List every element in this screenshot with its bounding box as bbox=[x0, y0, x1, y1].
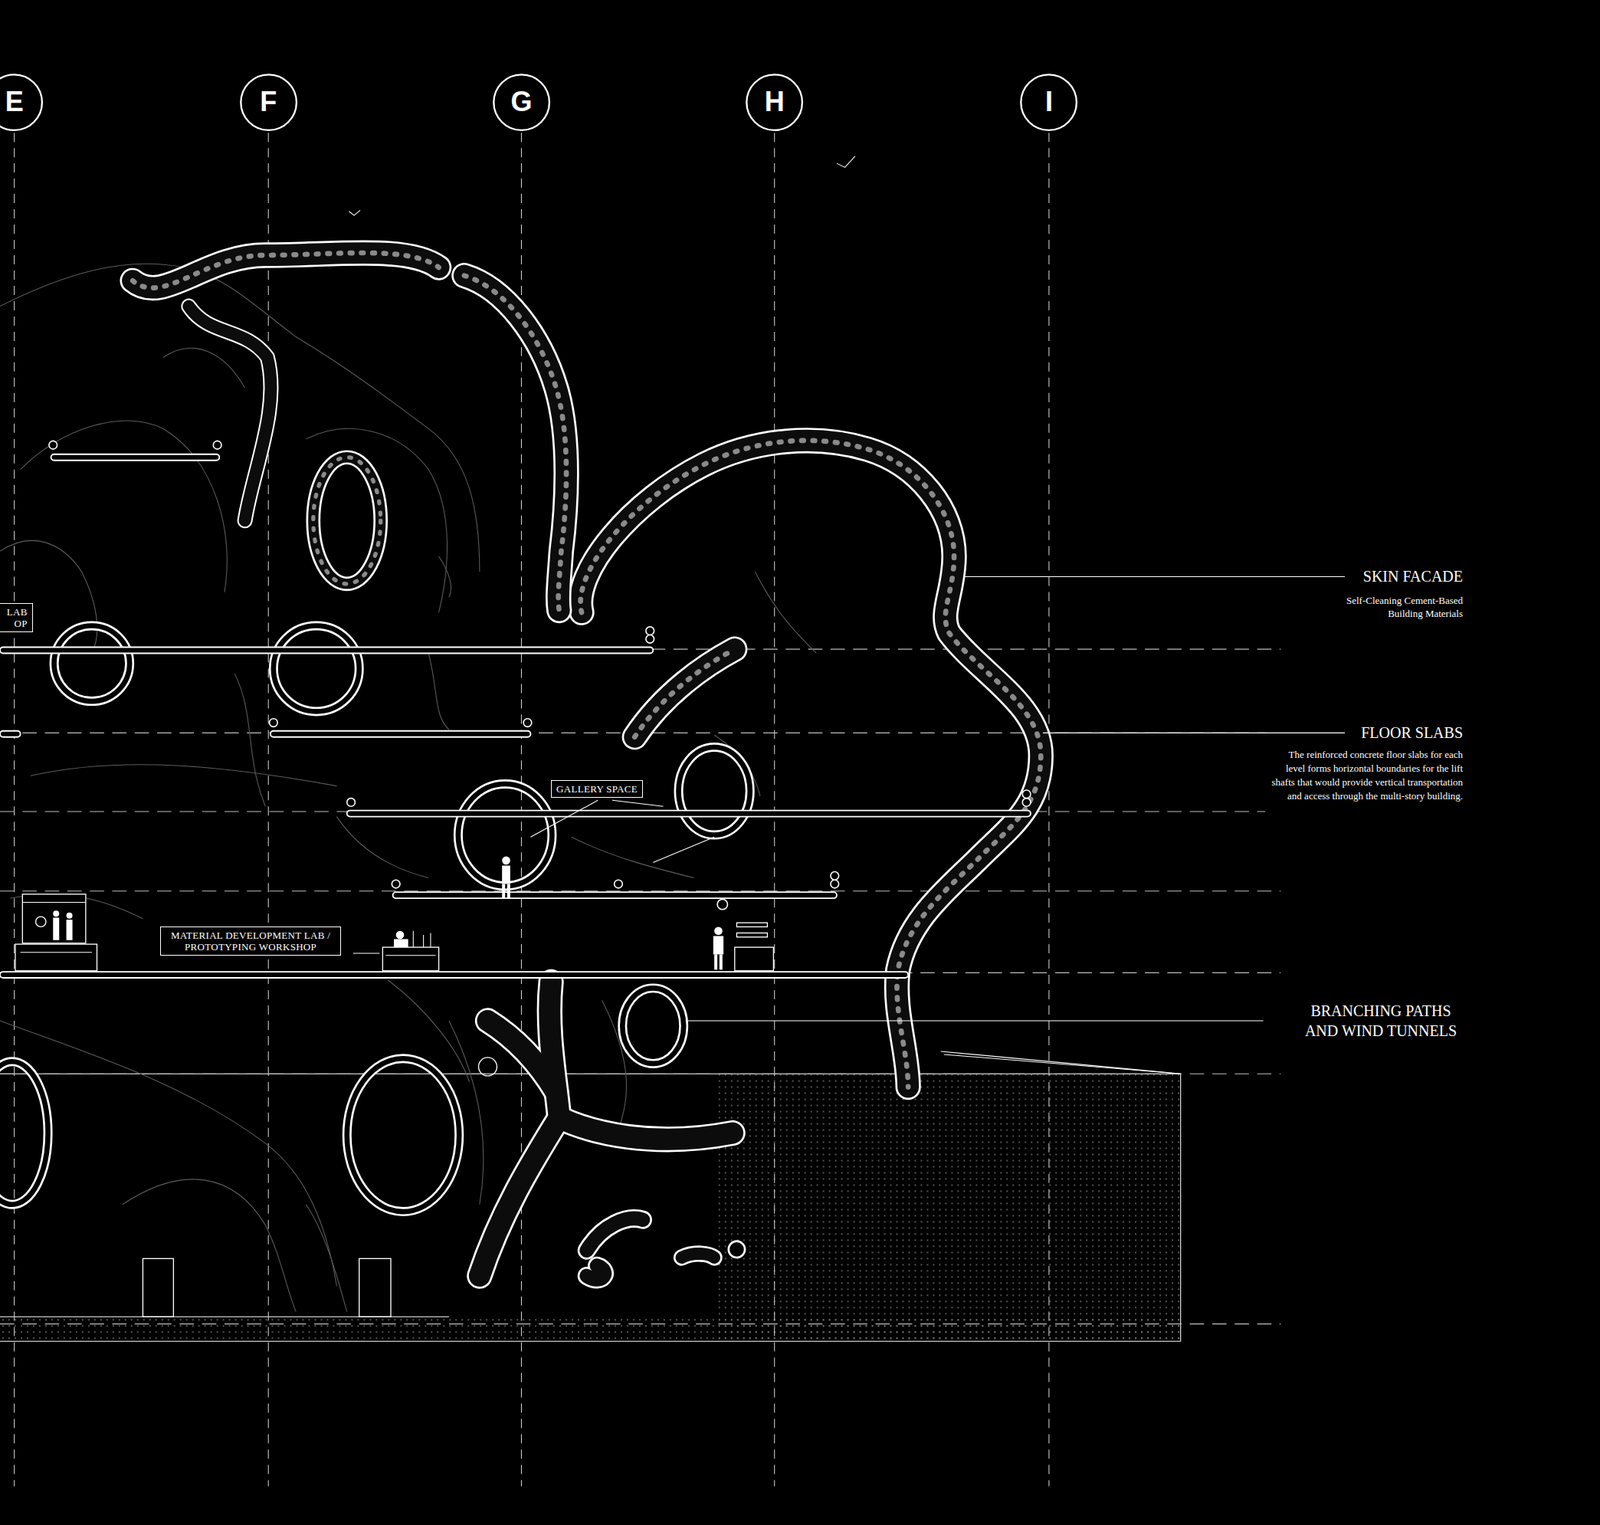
callout-title: BRANCHING PATHS AND WIND TUNNELS bbox=[1291, 1000, 1471, 1041]
ground bbox=[0, 1054, 1181, 1341]
birds bbox=[348, 156, 855, 216]
grid-circle-outline bbox=[746, 74, 803, 131]
callout-note: The reinforced concrete floor slabs for … bbox=[1265, 747, 1465, 804]
skin-facade bbox=[132, 252, 1041, 1088]
grid-letter: H bbox=[764, 85, 785, 119]
faint-contours bbox=[0, 263, 817, 1312]
wind-tunnel-rings bbox=[0, 457, 751, 1212]
callout-title: SKIN FACADE bbox=[1361, 567, 1465, 586]
room-tag: GALLERY SPACE bbox=[550, 780, 643, 798]
grid-circle-outline bbox=[493, 74, 550, 131]
grid-letter: I bbox=[1045, 85, 1053, 119]
grid-letter: E bbox=[5, 85, 24, 119]
grid-bubble: I bbox=[1019, 72, 1079, 132]
grid-letter: G bbox=[510, 85, 532, 119]
grid-circle-outline bbox=[1021, 74, 1078, 131]
room-label: GALLERY SPACE bbox=[556, 783, 638, 795]
room-tag: LAB OP bbox=[0, 603, 33, 633]
callout-note: Self-Cleaning Cement-Based Building Mate… bbox=[1315, 593, 1465, 620]
grid-bubble: G bbox=[491, 72, 551, 132]
branching-paths bbox=[478, 981, 746, 1279]
grid-letter: F bbox=[259, 85, 277, 119]
level-lines bbox=[0, 649, 1281, 1324]
grid-bubble: H bbox=[744, 72, 804, 132]
leader-lines bbox=[353, 577, 1345, 1075]
callout-title: FLOOR SLABS bbox=[1359, 723, 1465, 742]
grid-circle-outline bbox=[240, 74, 297, 131]
floor-slabs bbox=[0, 440, 1031, 978]
lab-figures bbox=[15, 856, 774, 971]
grid-lines bbox=[14, 132, 1050, 1486]
grid-circle-outline bbox=[0, 74, 43, 131]
room-tag: MATERIAL DEVELOPMENT LAB / PROTOTYPING W… bbox=[160, 926, 341, 956]
room-label: LAB OP bbox=[4, 606, 28, 630]
grid-bubble: F bbox=[239, 72, 299, 132]
doors bbox=[142, 1258, 391, 1317]
room-label: MATERIAL DEVELOPMENT LAB / PROTOTYPING W… bbox=[165, 929, 336, 953]
grid-bubble: E bbox=[0, 72, 44, 132]
